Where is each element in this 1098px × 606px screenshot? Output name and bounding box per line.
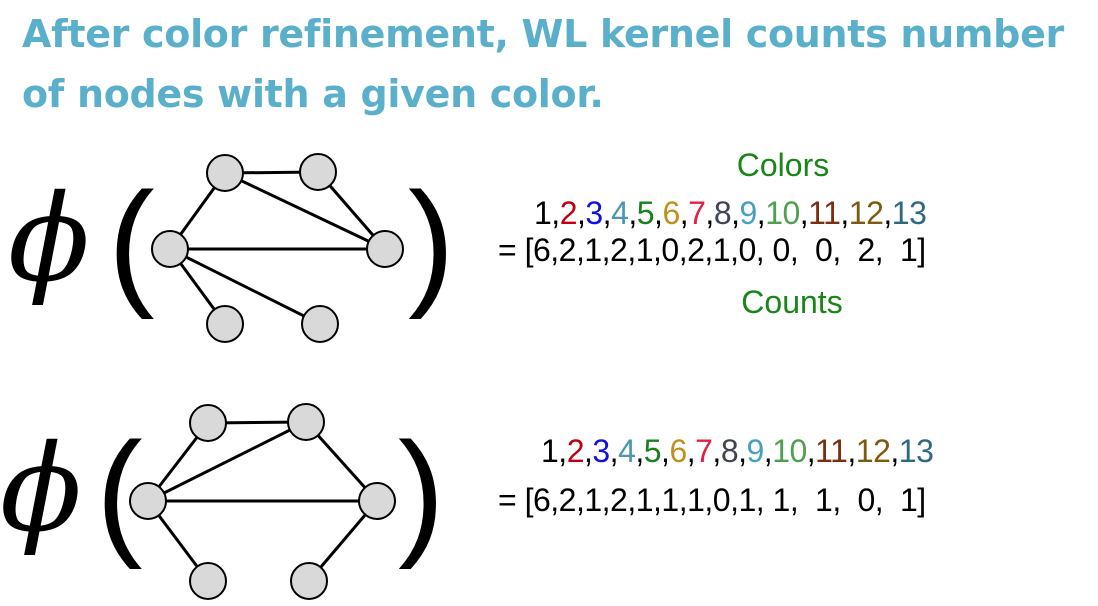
comma: , xyxy=(763,433,773,469)
slide-title: After color refinement, WL kernel counts… xyxy=(22,4,1098,124)
phi-symbol-1: ϕ xyxy=(8,170,90,309)
color-index-5: 5 xyxy=(636,195,655,231)
color-index-10: 10 xyxy=(765,195,800,231)
color-index-12: 12 xyxy=(855,433,891,469)
comma: , xyxy=(705,195,714,231)
graph-2-node xyxy=(189,404,227,442)
color-index-2: 2 xyxy=(566,433,585,469)
graph-2-edge xyxy=(147,420,307,503)
color-index-4: 4 xyxy=(618,433,636,469)
phi-symbol-2: ϕ xyxy=(0,420,82,559)
comma: , xyxy=(602,195,612,231)
color-index-9: 9 xyxy=(739,195,758,231)
graph-2-node xyxy=(358,482,396,520)
color-index-8: 8 xyxy=(720,433,739,469)
color-index-8: 8 xyxy=(713,195,732,231)
comma: , xyxy=(840,195,849,231)
comma: , xyxy=(551,195,560,231)
graph-2-node xyxy=(129,482,167,520)
graph-1-node xyxy=(206,154,244,192)
title-line-1: After color refinement, WL kernel counts… xyxy=(22,12,1064,56)
graph-1-node xyxy=(301,305,339,343)
comma: , xyxy=(661,433,670,469)
color-index-6: 6 xyxy=(669,433,687,469)
counts-row-2: = [6,2,1,2,1,1,1,0,1, 1, 1, 0, 1] xyxy=(498,482,926,518)
color-index-1: 1 xyxy=(534,195,552,231)
counts-row-1: = [6,2,1,2,1,0,2,1,0, 0, 0, 2, 1] xyxy=(498,232,926,268)
color-index-12: 12 xyxy=(848,195,884,231)
color-index-2: 2 xyxy=(559,195,578,231)
comma: , xyxy=(890,433,899,469)
comma: , xyxy=(609,433,619,469)
comma: , xyxy=(883,195,892,231)
graph-1-node xyxy=(151,230,189,268)
counts-label: Counts xyxy=(741,284,843,320)
color-index-13: 13 xyxy=(891,195,927,231)
color-index-10: 10 xyxy=(772,433,807,469)
comma: , xyxy=(731,195,740,231)
comma: , xyxy=(583,433,593,469)
graph-2-node xyxy=(287,403,325,441)
graph-1-edge xyxy=(169,247,321,326)
color-index-11: 11 xyxy=(815,433,848,469)
color-index-row-2: 1,2,3,4,5,6,7,8,9,10,11,12,13 xyxy=(541,433,934,469)
color-index-5: 5 xyxy=(643,433,662,469)
graph-1-node xyxy=(206,305,244,343)
graph-1-edge xyxy=(224,171,386,251)
comma: , xyxy=(799,195,809,231)
close-paren-1: ) xyxy=(408,163,455,320)
color-index-13: 13 xyxy=(898,433,934,469)
color-index-4: 4 xyxy=(611,195,629,231)
colors-label: Colors xyxy=(736,147,830,183)
close-paren-2: ) xyxy=(398,413,445,570)
comma: , xyxy=(576,195,586,231)
color-index-7: 7 xyxy=(695,433,713,469)
color-index-9: 9 xyxy=(746,433,765,469)
color-index-11: 11 xyxy=(808,195,841,231)
comma: , xyxy=(558,433,567,469)
comma: , xyxy=(679,195,689,231)
graph-1-node xyxy=(366,230,404,268)
color-index-7: 7 xyxy=(688,195,706,231)
graph-1-node xyxy=(299,153,337,191)
comma: , xyxy=(847,433,856,469)
title-line-2: of nodes with a given color. xyxy=(22,72,604,116)
graph-2-node xyxy=(189,562,227,600)
open-paren-1: ( xyxy=(108,163,155,320)
comma: , xyxy=(738,433,747,469)
color-index-3: 3 xyxy=(592,433,610,469)
color-index-1: 1 xyxy=(541,433,559,469)
comma: , xyxy=(756,195,766,231)
color-index-3: 3 xyxy=(585,195,603,231)
comma: , xyxy=(654,195,663,231)
color-index-6: 6 xyxy=(662,195,680,231)
graph-2-node xyxy=(290,562,328,600)
comma: , xyxy=(712,433,721,469)
color-index-row-1: 1,2,3,4,5,6,7,8,9,10,11,12,13 xyxy=(534,195,927,231)
comma: , xyxy=(806,433,816,469)
comma: , xyxy=(635,433,644,469)
comma: , xyxy=(686,433,696,469)
comma: , xyxy=(628,195,637,231)
